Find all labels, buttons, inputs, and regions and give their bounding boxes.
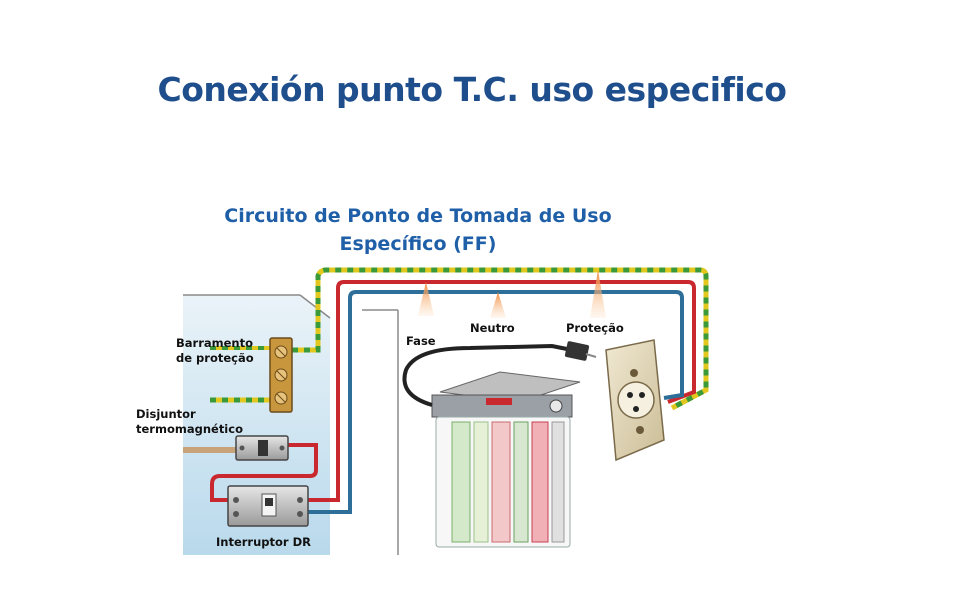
- neutral-wire: [305, 290, 684, 514]
- diagram-title-line2: Específico (FF): [340, 233, 497, 255]
- arrow-protecao: [590, 270, 606, 318]
- wall-outlet: [605, 339, 665, 462]
- dr-switch: [227, 485, 309, 527]
- label-fase: Fase: [406, 334, 436, 348]
- ground-busbar: [269, 337, 293, 413]
- label-barramento-1: Barramento: [176, 336, 253, 350]
- label-disjuntor-1: Disjuntor: [136, 407, 196, 421]
- breaker: [235, 435, 289, 461]
- label-barramento-2: de proteção: [176, 351, 254, 365]
- diagram-title-line1: Circuito de Ponto de Tomada de Uso: [224, 205, 611, 227]
- label-neutro: Neutro: [470, 321, 515, 335]
- phase-wire: [210, 280, 696, 502]
- arrow-fase: [418, 282, 434, 316]
- slide-title: Conexión punto T.C. uso especifico: [157, 70, 787, 109]
- label-interruptor: Interruptor DR: [216, 535, 311, 549]
- arrow-neutro: [490, 292, 506, 318]
- label-protecao: Proteção: [566, 321, 624, 335]
- power-cord: [402, 341, 597, 407]
- wire-arrows: [418, 270, 606, 318]
- label-disjuntor-2: termomagnético: [136, 422, 243, 436]
- appliance: [431, 371, 581, 548]
